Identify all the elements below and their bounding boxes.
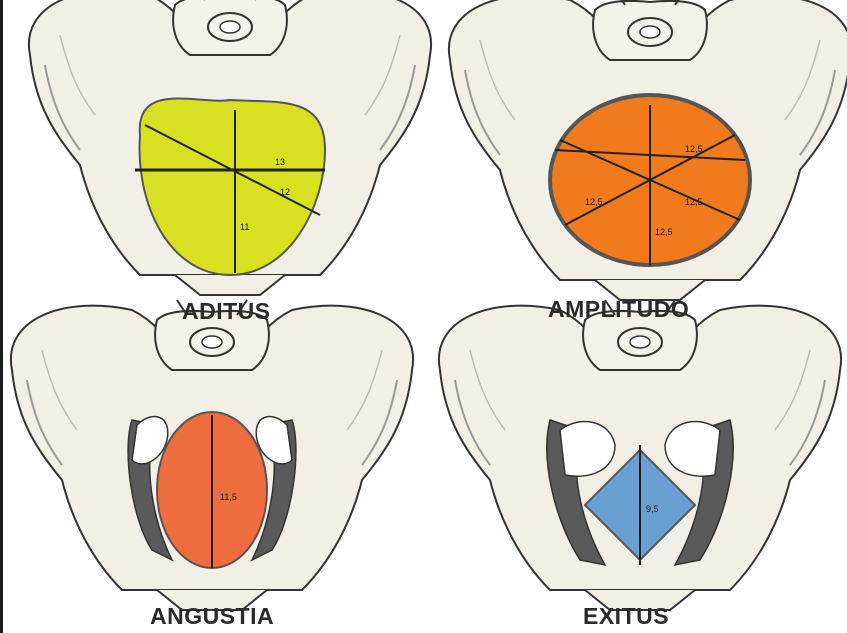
measure-1-amplitudo: 12,5 [685, 144, 703, 154]
measure-3-amplitudo: 12,5 [685, 197, 703, 207]
label-angustia: ANGUSTIA [150, 603, 274, 630]
label-exitus: EXITUS [583, 603, 669, 630]
panel-aditus: 13 12 11 [29, 0, 431, 295]
label-aditus: ADITUS [182, 298, 271, 325]
measure-2-amplitudo: 12,5 [585, 197, 603, 207]
measure-oblique-aditus: 12 [280, 187, 290, 197]
measure-transverse-aditus: 13 [275, 157, 285, 167]
measure-exitus: 9,5 [646, 504, 659, 514]
measure-conjugate-aditus: 11 [240, 222, 249, 232]
panel-exitus: 9,5 [439, 300, 841, 610]
panel-amplitudo: 12,5 12,5 12,5 12,5 [449, 0, 847, 300]
measure-4-amplitudo: 12,5 [655, 227, 673, 237]
label-amplitudo: AMPLITUDO [548, 296, 689, 323]
measure-angustia: 11,5 [220, 492, 237, 502]
panel-angustia: 11,5 [11, 300, 413, 610]
